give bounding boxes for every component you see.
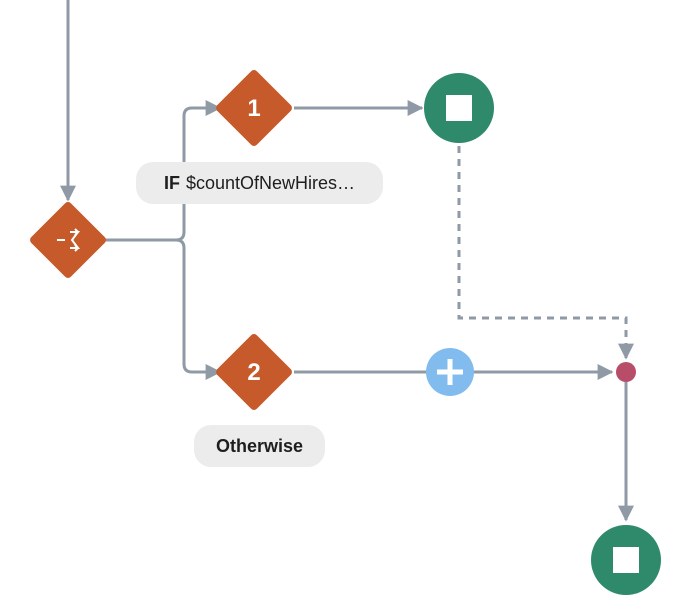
branch-1-number: 1 bbox=[247, 95, 260, 122]
otherwise-label: Otherwise bbox=[215, 435, 304, 456]
switch-node[interactable] bbox=[28, 200, 107, 279]
merge-point bbox=[616, 362, 636, 382]
stop-square-icon bbox=[613, 547, 639, 573]
branch-1-end-node[interactable] bbox=[424, 73, 494, 143]
branch-2-connector bbox=[175, 238, 222, 380]
branch-1-condition-pill[interactable]: IF $countOfNewHires… bbox=[136, 162, 383, 204]
condition-text: $countOfNewHires… bbox=[185, 172, 356, 193]
plus-icon bbox=[437, 359, 463, 385]
final-end-node[interactable] bbox=[591, 525, 661, 595]
branch-icon bbox=[57, 228, 80, 252]
dashed-connector bbox=[457, 146, 634, 360]
branch-1-decision-node[interactable]: 1 bbox=[214, 68, 293, 147]
add-step-button[interactable] bbox=[426, 348, 474, 396]
condition-keyword: IF bbox=[163, 172, 180, 193]
branch-2-condition-pill[interactable]: Otherwise bbox=[194, 425, 325, 467]
stop-square-icon bbox=[446, 95, 472, 121]
branch-2-number: 2 bbox=[247, 359, 260, 386]
branch-2-decision-node[interactable]: 2 bbox=[214, 332, 293, 411]
